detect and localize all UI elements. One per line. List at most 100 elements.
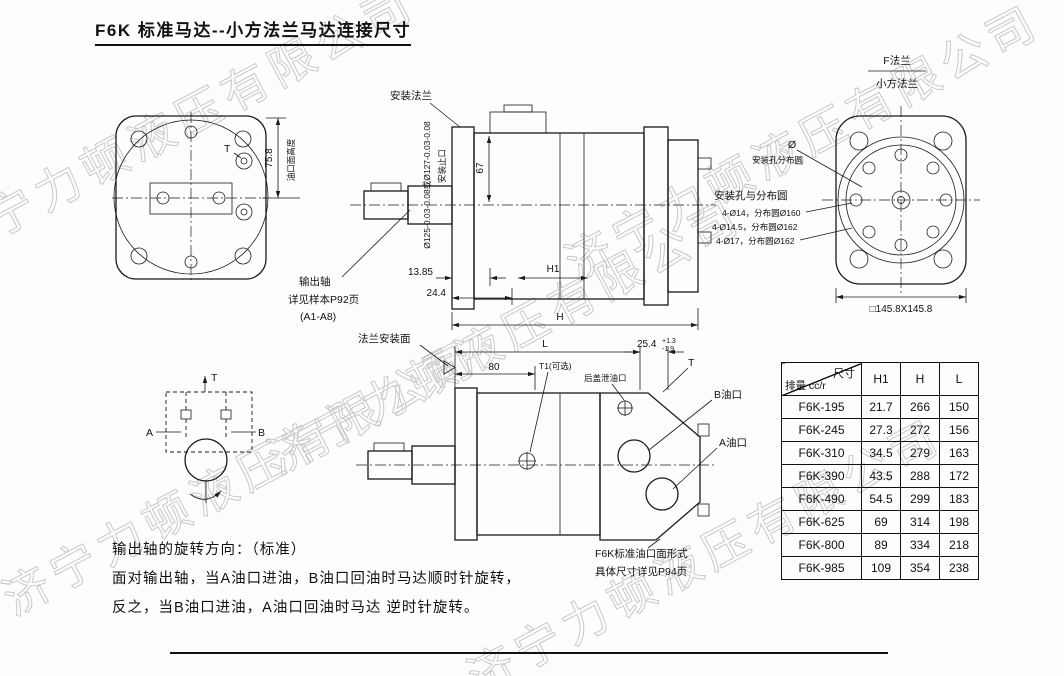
leader-line bbox=[429, 102, 461, 128]
spigot-diameter-note: Ø125-0.03-0.08或Ø127-0.03-0.08 bbox=[422, 121, 432, 249]
tolerance-upper: +1.3 bbox=[662, 338, 676, 345]
dim-13-85: 13.85 bbox=[408, 267, 433, 278]
mount-hole bbox=[130, 130, 148, 148]
table-cell: 89 bbox=[861, 533, 901, 557]
top-port-nub bbox=[503, 104, 533, 113]
table-cell: 279 bbox=[900, 441, 940, 465]
table-cell: 299 bbox=[900, 487, 940, 511]
table-row: F6K-625 69 314 198 bbox=[781, 510, 979, 534]
dim-75-8: 75.8 bbox=[264, 148, 275, 168]
table-row: F6K-800 89 334 218 bbox=[781, 533, 979, 557]
bolt-circle-label: 安装孔分布圆 bbox=[752, 155, 803, 165]
table-cell-model: F6K-490 bbox=[781, 487, 862, 511]
leader-line bbox=[648, 399, 713, 451]
t-port-label: T bbox=[688, 357, 695, 369]
table-row: F6K-245 27.3 272 156 bbox=[781, 418, 979, 442]
leader-line bbox=[796, 149, 863, 188]
table-cell: 21.7 bbox=[861, 395, 901, 419]
mount-flange-label: 安装法兰 bbox=[390, 89, 432, 102]
bolt-circle-hole bbox=[862, 161, 876, 175]
table-cell: 69 bbox=[861, 510, 901, 534]
leader-line bbox=[799, 227, 853, 241]
bolt-circle-hole bbox=[926, 225, 940, 239]
table-cell: 354 bbox=[900, 556, 940, 580]
schematic-valve-box bbox=[165, 391, 253, 453]
schematic-check bbox=[220, 409, 232, 420]
t1-label: T1(可选) bbox=[539, 361, 572, 371]
table-cell: 183 bbox=[939, 487, 979, 511]
leader-line bbox=[233, 152, 242, 159]
bolt-tab bbox=[697, 423, 710, 437]
hydraulic-schematic: T A B bbox=[146, 372, 265, 503]
drain-hole bbox=[235, 203, 253, 221]
rotation-arrow bbox=[189, 490, 222, 500]
small-square-flange-label: 小方法兰 bbox=[876, 77, 918, 90]
rotation-note-line2: 面对输出轴，当A油口进油，B油口回油时马达顺时针旋转， bbox=[112, 571, 521, 587]
hole-note-3: 4-Ø17，分布圆Ø162 bbox=[716, 236, 795, 246]
table-cell: 334 bbox=[900, 533, 940, 557]
leader-line bbox=[672, 447, 718, 490]
shaft-note-line1: 输出轴 bbox=[299, 275, 331, 288]
table-header-h: H bbox=[900, 362, 940, 396]
bolt-tab bbox=[697, 503, 710, 517]
leader-line bbox=[419, 344, 449, 367]
table-cell-model: F6K-985 bbox=[781, 556, 862, 580]
leader-line bbox=[611, 383, 625, 401]
hole-note-2: 4-Ø14.5，分布圆Ø162 bbox=[712, 222, 798, 232]
table-cell: 314 bbox=[900, 510, 940, 534]
dim-24-4: 24.4 bbox=[427, 288, 447, 299]
table-cell: 218 bbox=[939, 533, 979, 557]
table-cell-model: F6K-390 bbox=[781, 464, 862, 488]
table-cell: 34.5 bbox=[861, 441, 901, 465]
dim-25-4: 25.4 bbox=[637, 339, 657, 350]
oil-face-height-label: 油口面高度 bbox=[286, 138, 296, 181]
rotation-note-line3: 反之，当B油口进油，A油口回油时马达 逆时针旋转。 bbox=[112, 600, 480, 616]
leader-line bbox=[662, 367, 689, 393]
tolerance-lower: -1.9 bbox=[662, 346, 674, 353]
port-block bbox=[599, 392, 701, 541]
table-cell: 43.5 bbox=[861, 464, 901, 488]
dim-l: L bbox=[542, 339, 548, 350]
a-port bbox=[645, 477, 679, 511]
page-title: F6K 标准马达--小方法兰马达连接尺寸 bbox=[95, 16, 412, 46]
table-row: F6K-310 34.5 279 163 bbox=[781, 441, 979, 465]
dim-h1: H1 bbox=[547, 264, 560, 275]
bolt-head bbox=[697, 157, 712, 170]
port-face-note-1: F6K标准油口面形式 bbox=[595, 547, 688, 560]
table-header-h1: H1 bbox=[861, 362, 901, 396]
bolt-circle-hole bbox=[926, 161, 940, 175]
table-row: F6K-490 54.5 299 183 bbox=[781, 487, 979, 511]
b-port bbox=[617, 439, 651, 473]
square-dim-label: □145.8X145.8 bbox=[870, 304, 933, 315]
table-cell: 27.3 bbox=[861, 418, 901, 442]
table-corner-cell: 尺寸 排量 cc/r bbox=[781, 362, 862, 396]
bottom-assembly-view: 法兰安装面 L 25.4 +1.3 -1.9 T 80 T1(可选) 后盖泄油口 bbox=[356, 332, 747, 578]
t-port-label: T bbox=[224, 143, 231, 155]
table-cell: 172 bbox=[939, 464, 979, 488]
leader-line bbox=[647, 538, 661, 549]
table-cell-model: F6K-245 bbox=[781, 418, 862, 442]
corner-mount-hole bbox=[933, 249, 953, 269]
table-cell-model: F6K-625 bbox=[781, 510, 862, 534]
corner-label-size: 尺寸 bbox=[833, 368, 855, 380]
drain-hole bbox=[240, 208, 248, 216]
table-row: F6K-390 43.5 288 172 bbox=[781, 464, 979, 488]
top-port-boss bbox=[489, 111, 547, 134]
holes-title: 安装孔与分布圆 bbox=[714, 189, 788, 202]
mount-hole bbox=[234, 247, 252, 265]
table-cell: 163 bbox=[939, 441, 979, 465]
end-cover bbox=[667, 139, 699, 293]
bolt-head bbox=[697, 231, 712, 244]
corner-mount-hole bbox=[849, 249, 869, 269]
mount-hole bbox=[234, 130, 252, 148]
flange-view: F法兰 小方法兰 Ø 安装孔分布圆 安装孔与分布圆 bbox=[712, 54, 980, 315]
table-header-row: 尺寸 排量 cc/r H1 H L bbox=[781, 362, 979, 396]
t-port-hole bbox=[240, 157, 248, 165]
leader-line bbox=[341, 209, 411, 278]
dim-h: H bbox=[556, 312, 563, 323]
table-cell: 156 bbox=[939, 418, 979, 442]
table-cell-model: F6K-800 bbox=[781, 533, 862, 557]
shaft-note-line3: (A1-A8) bbox=[300, 311, 336, 323]
corner-label-displacement: 排量 cc/r bbox=[785, 380, 826, 392]
